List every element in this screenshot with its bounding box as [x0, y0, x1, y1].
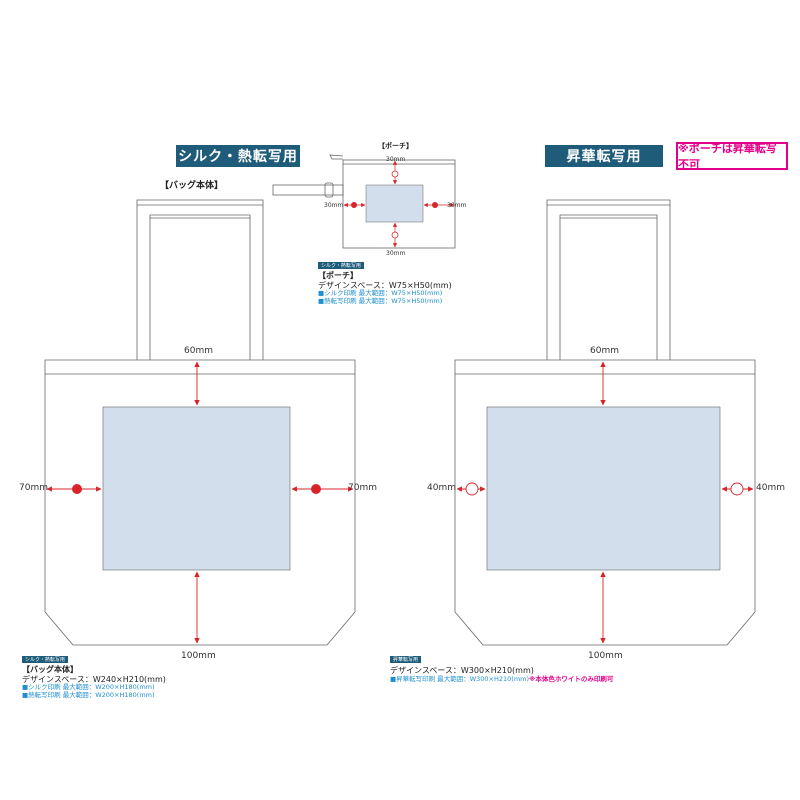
- pouch-info-design: デザインスペース：W75×H50(mm): [318, 280, 452, 290]
- left-banner: シルク・熱転写用: [176, 145, 300, 167]
- pouch-design-area: [365, 184, 424, 223]
- left-marker-dot-right: [311, 484, 321, 494]
- right-dim-top: 60mm: [590, 346, 619, 356]
- left-info: 【バッグ本体】 デザインスペース：W240×H210(mm) ■シルク印刷 最大…: [22, 665, 166, 700]
- pouch-tag: シルク・熱転写用: [318, 262, 364, 269]
- left-dim-top: 60mm: [184, 346, 213, 356]
- right-dim-right: 40mm: [756, 483, 785, 493]
- right-warning-box: ※ポーチは昇華転写不可: [676, 142, 788, 171]
- right-dim-left: 40mm: [427, 483, 456, 493]
- pouch-marker-right: [432, 202, 438, 208]
- right-marker-ring-right: [730, 482, 744, 496]
- pouch-marker-left: [351, 202, 357, 208]
- right-banner: 昇華転写用: [545, 145, 663, 167]
- left-tag: シルク・熱転写用: [22, 656, 68, 663]
- right-info-sub: ■昇華転写印刷 最大範囲：W300×H210(mm): [390, 674, 530, 683]
- right-dim-bottom: 100mm: [588, 651, 623, 661]
- left-design-area: [102, 406, 291, 571]
- pouch-marker-bottom: [391, 231, 399, 239]
- right-info: デザインスペース：W300×H210(mm) ■昇華転写印刷 最大範囲：W300…: [390, 666, 613, 683]
- pouch-dim-left: 30mm: [324, 202, 344, 209]
- pouch-info-silk: ■シルク印刷 最大範囲：W75×H50(mm): [318, 289, 443, 298]
- pouch-info: 【ポーチ】 デザインスペース：W75×H50(mm) ■シルク印刷 最大範囲：W…: [318, 271, 452, 306]
- left-info-silk: ■シルク印刷 最大範囲：W200×H180(mm): [22, 683, 155, 692]
- pouch-dim-right: 30mm: [447, 202, 467, 209]
- right-marker-ring-left: [465, 482, 479, 496]
- pouch-marker-top: [391, 170, 399, 178]
- right-info-note: ※本体色ホワイトのみ印刷可: [529, 674, 614, 683]
- pouch-label: 【ポーチ】: [378, 142, 413, 150]
- right-info-design: デザインスペース：W300×H210(mm): [390, 666, 534, 675]
- left-bag-label: 【バッグ本体】: [160, 181, 224, 191]
- right-tag: 昇華転写用: [390, 656, 422, 663]
- left-bag-outline: [44, 199, 356, 646]
- right-design-area: [486, 406, 721, 571]
- left-marker-dot-left: [72, 484, 82, 494]
- left-dim-bottom: 100mm: [181, 651, 216, 661]
- pouch-dim-top: 30mm: [386, 156, 406, 163]
- right-info-sub-line: ■昇華転写印刷 最大範囲：W300×H210(mm)※本体色ホワイトのみ印刷可: [390, 674, 614, 684]
- left-dim-left: 70mm: [19, 483, 48, 493]
- left-info-heat: ■熱転写印刷 最大範囲：W200×H180(mm): [22, 690, 155, 699]
- pouch-info-title: 【ポーチ】: [318, 271, 358, 280]
- pouch-outline: [272, 154, 456, 249]
- left-info-design: デザインスペース：W240×H210(mm): [22, 674, 166, 684]
- pouch-dim-bottom: 30mm: [386, 250, 406, 257]
- pouch-info-heat: ■熱転写印刷 最大範囲：W75×H50(mm): [318, 296, 443, 305]
- left-info-title: 【バッグ本体】: [22, 665, 78, 674]
- left-dim-right: 70mm: [348, 483, 377, 493]
